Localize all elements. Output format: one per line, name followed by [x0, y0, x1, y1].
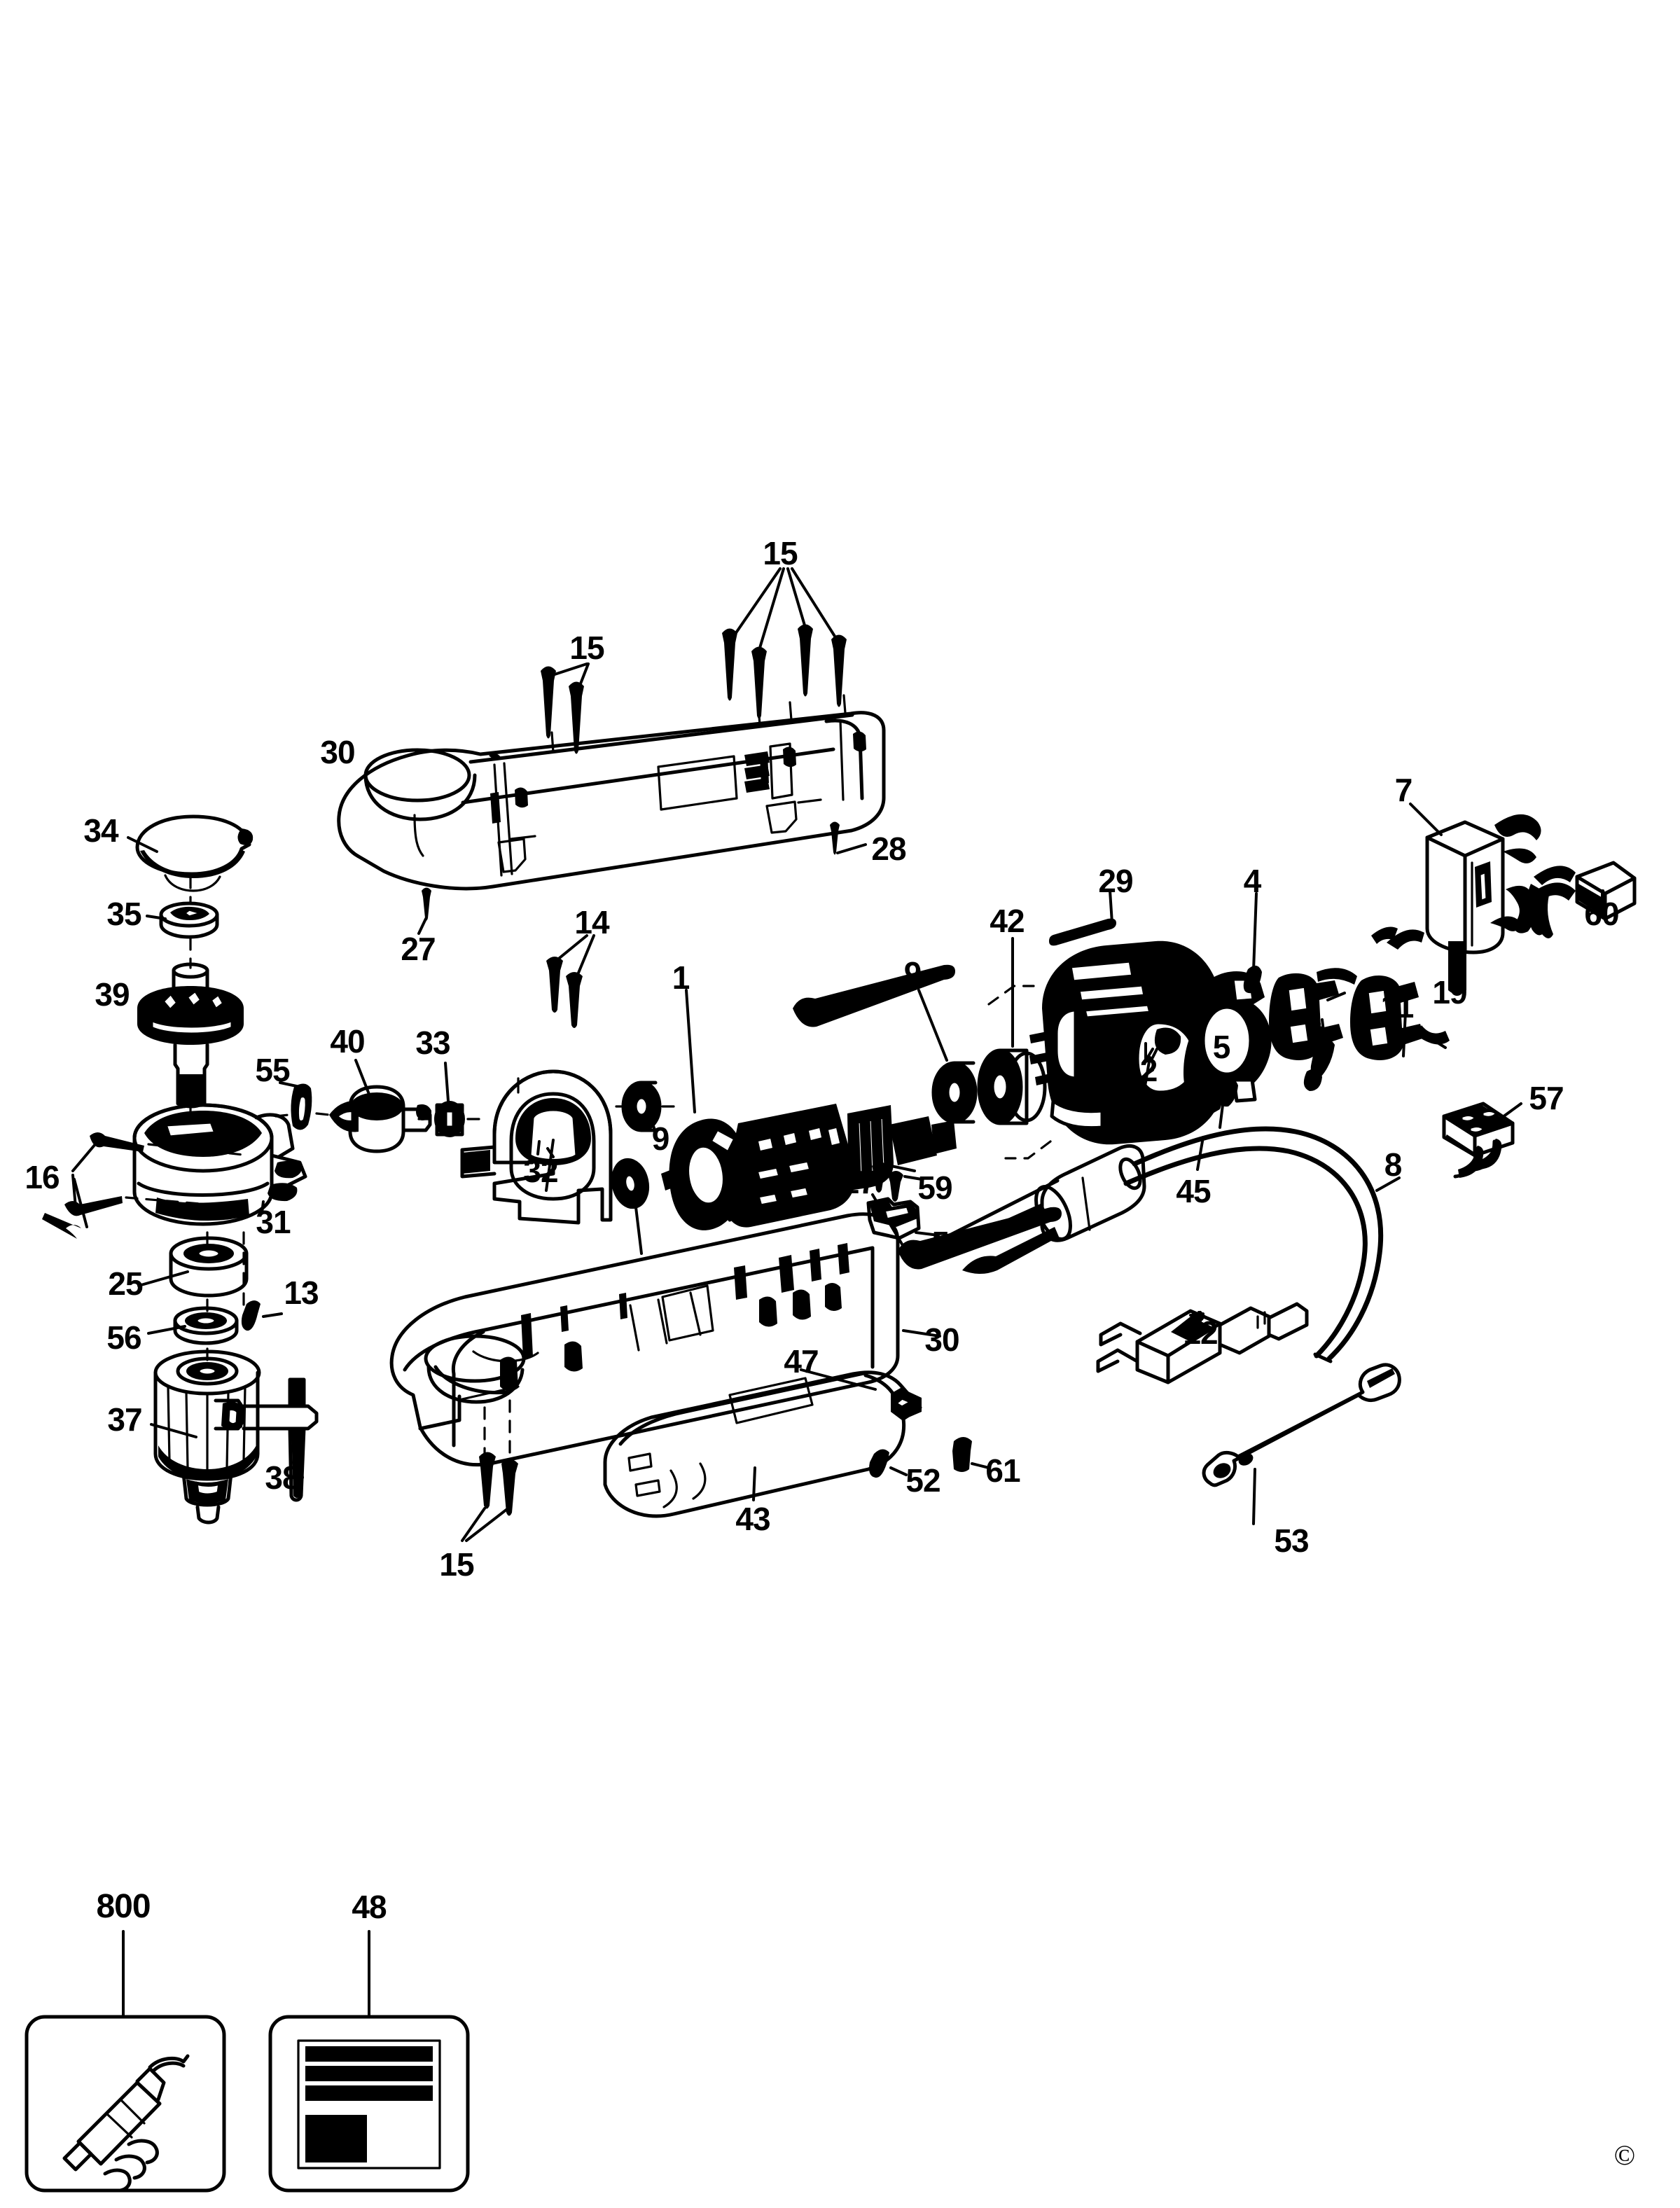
part-callout-9: 9 — [651, 1120, 670, 1157]
part-callout-800: 800 — [96, 1888, 151, 1925]
brush-spring-4 — [1219, 892, 1262, 1107]
screw-13 — [241, 1300, 283, 1331]
part-callout-25: 25 — [108, 1265, 143, 1302]
washer-35 — [146, 901, 219, 939]
part-callout-61: 61 — [985, 1452, 1020, 1489]
selector-40 — [329, 1059, 432, 1153]
part-callout-40: 40 — [330, 1023, 365, 1060]
screw-27 — [417, 887, 431, 935]
part-callout-34: 34 — [83, 812, 118, 849]
housing-screw-set-upper-left — [541, 662, 590, 754]
part-callout-30: 30 — [924, 1321, 959, 1358]
part-callout-45: 45 — [1176, 1173, 1211, 1209]
part-callout-48: 48 — [352, 1889, 387, 1925]
chuck-bearing-25 — [137, 1236, 249, 1298]
accessory-box-800 — [25, 1930, 226, 2193]
part-callout-32: 32 — [523, 1153, 558, 1189]
part-callout-38: 38 — [265, 1459, 300, 1496]
washer-56 — [147, 1306, 239, 1345]
part-callout-55: 55 — [255, 1052, 290, 1088]
housing-screw-set-upper — [722, 567, 847, 719]
screw-28 — [830, 821, 867, 855]
bearing-42 — [977, 937, 1047, 1125]
field-lead-29 — [1049, 889, 1116, 946]
part-callout-19: 19 — [1432, 974, 1467, 1011]
part-callout-1: 1 — [672, 959, 690, 996]
plug-12 — [1096, 1302, 1309, 1384]
part-callout-3: 3 — [1310, 1020, 1329, 1056]
spindle-housing-31 — [132, 1103, 307, 1226]
part-callout-57: 57 — [1529, 1080, 1564, 1116]
part-callout-16: 16 — [25, 1159, 60, 1195]
end-bell-5 — [1154, 971, 1272, 1129]
bushing-33 — [417, 1062, 487, 1137]
part-callout-29: 29 — [1098, 863, 1133, 899]
part-callout-35: 35 — [106, 896, 141, 932]
part-callout-9: 9 — [903, 955, 922, 992]
cord-clamp-58 — [866, 1162, 940, 1240]
part-callout-42: 42 — [990, 903, 1025, 939]
part-callout-7: 7 — [1394, 772, 1413, 808]
part-callout-2: 2 — [1139, 1052, 1158, 1088]
housing-screw-set-lower — [461, 1399, 518, 1542]
accessory-box-48 — [268, 1930, 470, 2193]
bevel-gear-39 — [137, 962, 244, 1109]
washer-9-low — [615, 1081, 679, 1133]
switch-plate-57 — [1442, 1102, 1522, 1179]
part-callout-43: 43 — [735, 1501, 770, 1537]
part-callout-56: 56 — [106, 1319, 141, 1356]
washer-9-top — [917, 989, 978, 1124]
part-callout-31: 31 — [256, 1204, 291, 1240]
long-screw-upper — [793, 964, 955, 1027]
chuck-key-38 — [214, 1377, 319, 1502]
screws-14 — [546, 934, 595, 1028]
screws-52-61 — [869, 1437, 990, 1478]
handle-cover-43 — [603, 1368, 922, 1518]
screws-16 — [42, 1132, 251, 1239]
upper-housing-shell — [337, 694, 886, 891]
part-callout-47: 47 — [784, 1343, 819, 1380]
part-callout-15: 15 — [569, 630, 604, 666]
part-callout-33: 33 — [415, 1025, 450, 1061]
switch-7 — [1409, 803, 1541, 994]
lower-housing-shell — [389, 1212, 941, 1467]
part-callout-17: 17 — [841, 1164, 876, 1200]
cord-set-45 — [945, 1126, 1401, 1363]
brush-3 — [1303, 1018, 1335, 1091]
key-55 — [275, 1081, 345, 1130]
terminal-block-60 — [1526, 861, 1637, 938]
part-callout-15: 15 — [439, 1546, 474, 1583]
dust-cover-34 — [127, 814, 254, 892]
part-callout-11: 11 — [1380, 988, 1415, 1025]
part-callout-8: 8 — [1384, 1146, 1403, 1183]
part-callout-27: 27 — [401, 931, 436, 967]
part-callout-4: 4 — [1243, 863, 1262, 899]
brush-holder-19 — [1350, 926, 1450, 1060]
gear-case-32 — [460, 1069, 613, 1225]
part-callout-30: 30 — [320, 734, 355, 770]
wrench-53 — [1202, 1363, 1401, 1525]
part-callout-60: 60 — [1584, 896, 1619, 932]
part-callout-58: 58 — [931, 1225, 966, 1261]
part-callout-28: 28 — [871, 831, 906, 867]
part-callout-59: 59 — [917, 1169, 952, 1206]
copyright-mark: © — [1613, 2139, 1636, 2171]
washer-9-left — [611, 1158, 650, 1255]
part-callout-37: 37 — [107, 1401, 142, 1438]
part-callout-12: 12 — [1183, 1314, 1218, 1351]
part-callout-5: 5 — [1212, 1029, 1231, 1065]
part-callout-14: 14 — [574, 904, 609, 940]
part-callout-15: 15 — [763, 535, 798, 571]
chuck-37 — [150, 1349, 261, 1525]
part-callout-52: 52 — [905, 1462, 940, 1499]
part-callout-53: 53 — [1274, 1522, 1309, 1559]
part-callout-13: 13 — [284, 1275, 319, 1311]
part-callout-39: 39 — [95, 976, 130, 1013]
